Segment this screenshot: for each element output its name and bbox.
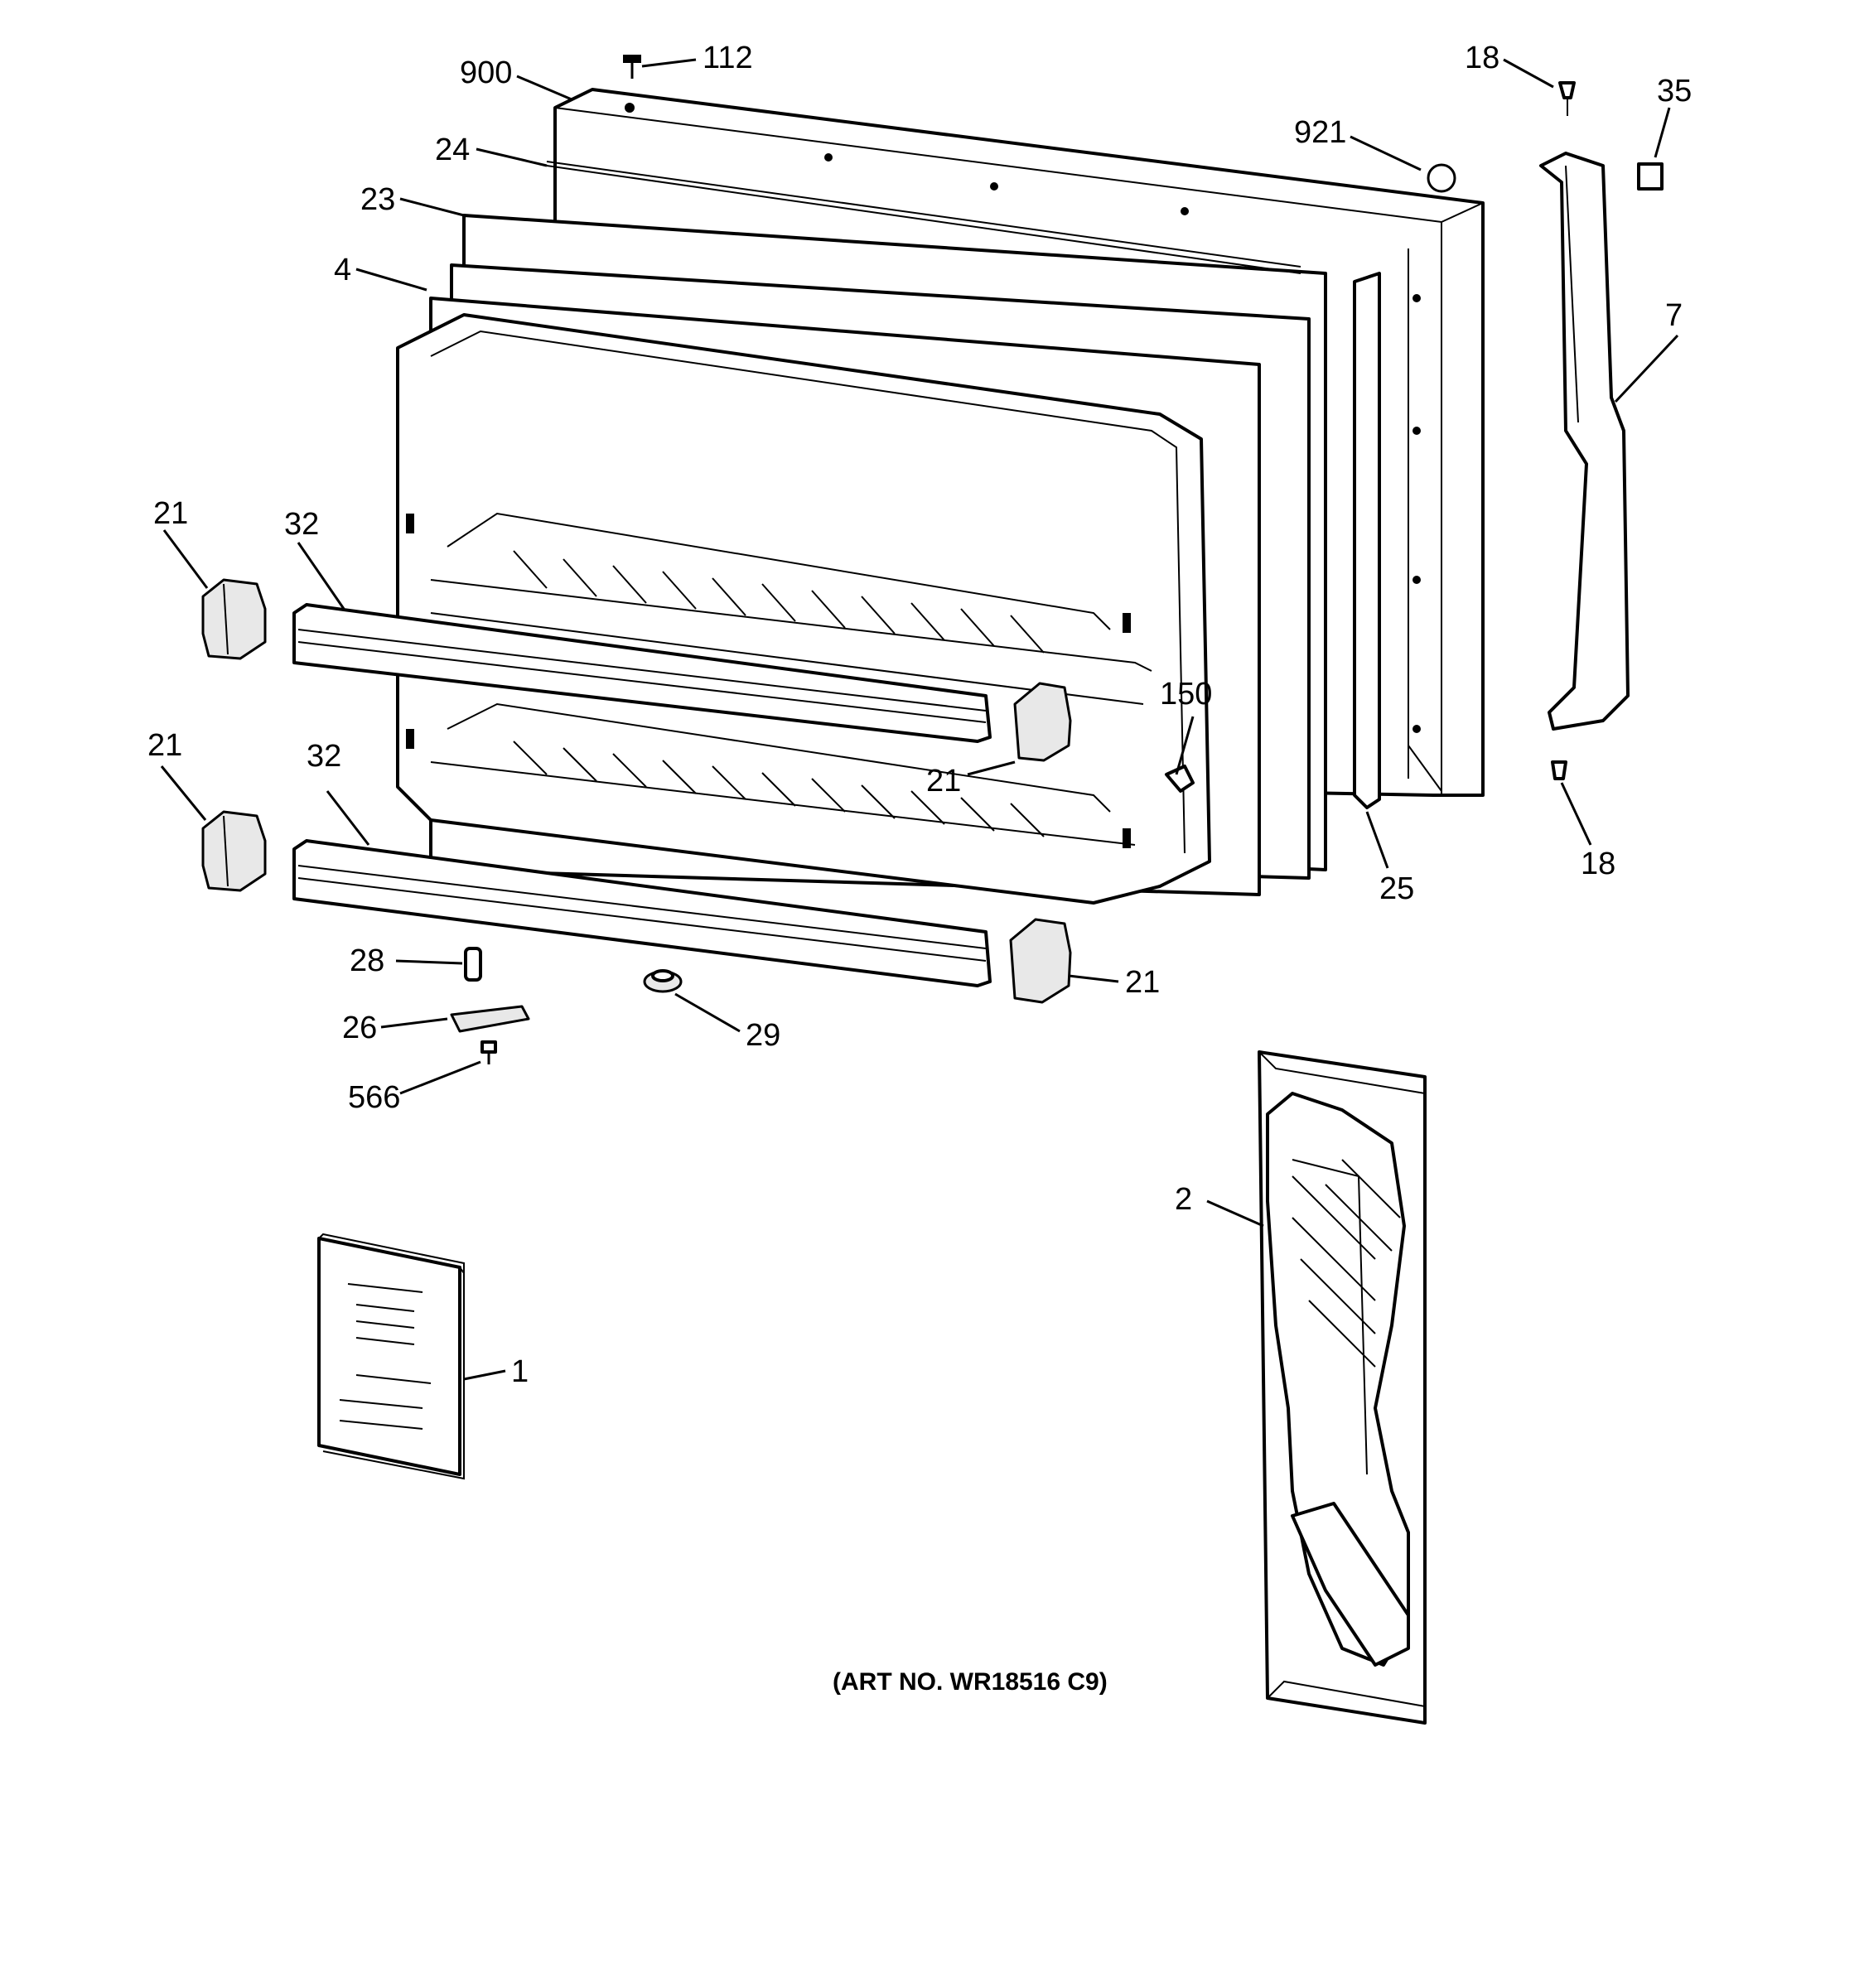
callout-29: 29 — [746, 1018, 780, 1053]
screw-112 — [623, 55, 641, 79]
lower-shelf-bar — [292, 839, 992, 987]
callout-7: 7 — [1665, 298, 1683, 333]
callout-21-lower-left: 21 — [147, 728, 182, 763]
hinge-pin-28 — [464, 947, 482, 982]
callout-32-upper: 32 — [284, 507, 319, 542]
art-number-caption: (ART NO. WR18516 C9) — [833, 1668, 1108, 1696]
callout-900: 900 — [460, 55, 512, 90]
plug-cap — [1637, 162, 1664, 191]
callout-566: 566 — [348, 1080, 400, 1115]
hinge-bracket — [1539, 152, 1630, 731]
callout-18-top: 18 — [1465, 41, 1499, 75]
callout-18-bottom: 18 — [1581, 847, 1615, 881]
bushing-29 — [643, 969, 683, 993]
screw-566 — [480, 1040, 497, 1064]
gasket-strip — [1353, 272, 1381, 809]
callout-21-upper-left: 21 — [153, 496, 188, 531]
door-handle-assembly — [1258, 1050, 1427, 1725]
end-cap-upper-left — [201, 578, 267, 660]
door-liner-bins — [396, 313, 1211, 905]
screw-bottom — [1551, 760, 1567, 780]
callout-21-upper-right: 21 — [926, 764, 961, 799]
callout-35: 35 — [1657, 74, 1692, 109]
end-cap-lower-right — [1009, 918, 1072, 1004]
owners-manual — [317, 1233, 465, 1480]
screw-top — [1558, 81, 1576, 116]
callout-32-lower: 32 — [307, 739, 341, 774]
leader-lines — [160, 58, 1679, 1381]
callout-4: 4 — [334, 253, 351, 287]
hinge-plate-26 — [450, 1005, 530, 1033]
end-cap-lower-left — [201, 810, 267, 892]
callout-labels: 900 112 18 35 921 24 23 4 7 21 32 21 32 … — [147, 41, 1692, 1696]
callout-921: 921 — [1294, 115, 1346, 150]
end-cap-upper-right — [1013, 682, 1072, 762]
callout-2: 2 — [1175, 1182, 1192, 1217]
upper-shelf-bar — [292, 603, 992, 743]
callout-112: 112 — [703, 41, 753, 75]
callout-150: 150 — [1160, 677, 1212, 712]
callout-25: 25 — [1379, 871, 1414, 906]
callout-28: 28 — [350, 943, 384, 978]
callout-24: 24 — [435, 133, 470, 167]
callout-23: 23 — [360, 182, 395, 217]
callout-21-lower-right: 21 — [1125, 965, 1160, 1000]
callout-26: 26 — [342, 1011, 377, 1045]
callout-1: 1 — [511, 1354, 529, 1389]
